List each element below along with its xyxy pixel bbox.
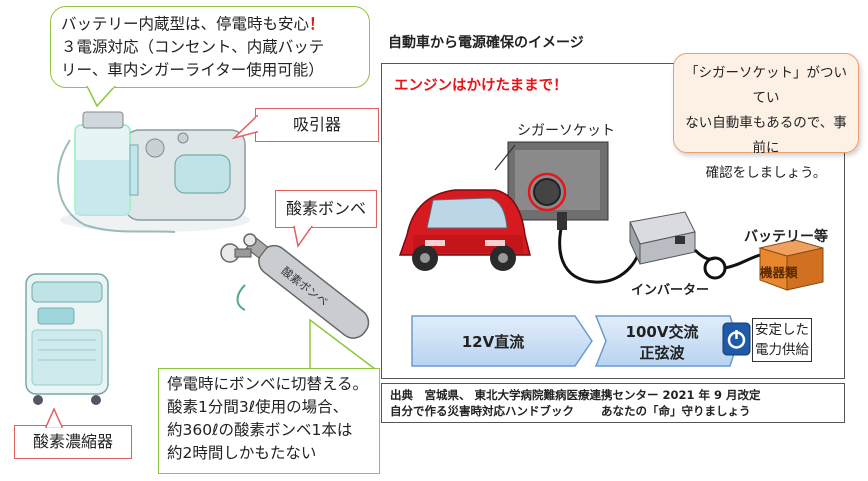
source-box: 出典 宮城県、 東北大学病院難病医療連携センター 2021 年 9 月改定 自分… — [381, 383, 845, 423]
outage-note-line3: 約360ℓの酸素ボンベ1本は — [167, 421, 353, 439]
suction-label-tail — [232, 114, 258, 140]
car-power-scene — [398, 141, 824, 291]
stable-supply-box: 安定した 電力供給 — [752, 318, 812, 362]
flow-12v-label: 12V直流 — [461, 333, 525, 351]
suction-label-box: 吸引器 — [255, 108, 379, 142]
tip-callout: 「シガーソケット」がついてい ない自動車もあるので、事前に 確認をしましょう。 — [673, 53, 859, 181]
battery-note-line2: ３電源対応（コンセント、内蔵バッテ — [61, 38, 325, 56]
outage-note-line4: 約2時間しかもたない — [167, 444, 317, 462]
oxygen-concentrator-illustration — [25, 273, 109, 405]
suction-device-illustration — [57, 111, 250, 233]
outage-note-line1: 停電時にボンベに切替える。 — [167, 375, 369, 393]
battery-note-line1: バッテリー内蔵型は、停電時も安心 — [61, 15, 310, 33]
stable-line1: 安定した — [755, 322, 809, 338]
socket-label: シガーソケット — [517, 123, 615, 139]
battery-note-tail — [86, 86, 117, 108]
device-label: 機器類 — [760, 265, 798, 280]
concentrator-label-tail — [44, 408, 64, 428]
suction-label: 吸引器 — [292, 115, 341, 134]
outage-note-line2: 酸素1分間3ℓ使用の場合、 — [167, 398, 349, 416]
source-line1: 出典 宮城県、 東北大学病院難病医療連携センター 2021 年 9 月改定 — [390, 388, 761, 402]
cylinder-label-tail — [293, 226, 313, 248]
cylinder-label: 酸素ボンベ — [285, 199, 366, 218]
stable-line2: 電力供給 — [755, 342, 809, 358]
tip-line1: 「シガーソケット」がついてい — [685, 65, 847, 106]
outage-note-box: 停電時にボンベに切替える。 酸素1分間3ℓ使用の場合、 約360ℓの酸素ボンベ1… — [158, 368, 380, 474]
concentrator-label: 酸素濃縮器 — [32, 432, 113, 451]
source-line2: 自分で作る災害時対応ハンドブック あなたの「命」守りましょう — [390, 404, 751, 418]
tip-line2: ない自動車もあるので、事前に — [685, 115, 847, 156]
battery-label: バッテリー等 — [744, 229, 828, 245]
battery-note-line3: リー、車内シガーライター使用可能） — [61, 61, 324, 79]
oxygen-cylinder-illustration: 酸素ボンベ — [220, 233, 370, 339]
engine-note: エンジンはかけたままで！ — [394, 78, 568, 94]
flow-100v-line2: 正弦波 — [639, 344, 685, 362]
car-panel-title: 自動車から電源確保のイメージ — [388, 35, 584, 51]
concentrator-label-box: 酸素濃縮器 — [14, 425, 132, 459]
cylinder-label-box: 酸素ボンベ — [275, 190, 377, 228]
power-button-icon — [722, 322, 751, 356]
device-box-icon — [758, 239, 824, 291]
car-icon — [398, 189, 531, 271]
flow-100v-line1: 100V交流 — [625, 323, 699, 341]
battery-note-exclaim: ！ — [309, 15, 325, 33]
inverter-icon — [629, 211, 696, 265]
outage-note-tail — [309, 318, 378, 370]
tip-line3: 確認をしましょう。 — [705, 165, 827, 181]
inverter-label: インバーター — [631, 283, 710, 298]
power-flow-arrows — [411, 315, 739, 367]
battery-note-callout: バッテリー内蔵型は、停電時も安心！ ３電源対応（コンセント、内蔵バッテ リー、車… — [50, 6, 370, 88]
